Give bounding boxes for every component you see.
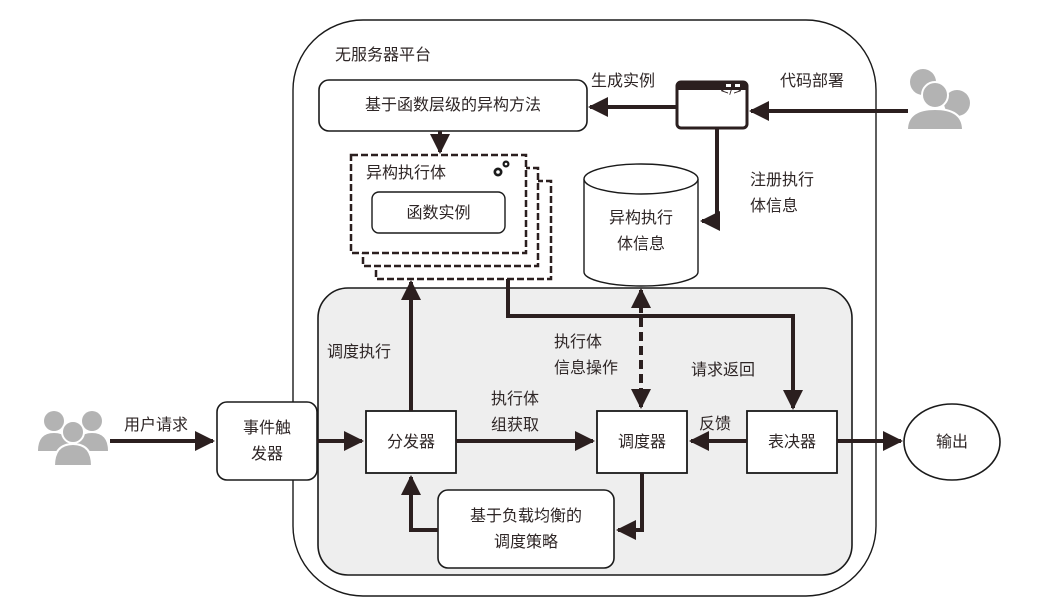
label-user-request: 用户请求 bbox=[124, 415, 189, 434]
edge-policy-to-dispatcher bbox=[401, 475, 438, 532]
function-instance-box[interactable] bbox=[371, 191, 506, 234]
edge-register-executor-info bbox=[700, 128, 720, 231]
load-balance-policy-box[interactable] bbox=[437, 489, 615, 569]
voter-label: 表决器 bbox=[767, 432, 816, 451]
heterogeneous-method-label: 基于函数层级的异构方法 bbox=[364, 95, 541, 114]
gears-icon bbox=[493, 160, 510, 177]
event-trigger-box[interactable] bbox=[216, 401, 318, 481]
scheduler-box[interactable] bbox=[596, 410, 688, 474]
label-code-deploy: 代码部署 bbox=[780, 71, 845, 90]
code-icon-text: </> bbox=[720, 84, 743, 97]
scheduler-label: 调度器 bbox=[617, 432, 666, 451]
label-request-return: 请求返回 bbox=[691, 360, 756, 379]
label-group-fetch-line2: 组获取 bbox=[491, 415, 540, 434]
serverless-platform-boundary bbox=[292, 19, 877, 597]
policy-line1: 基于负载均衡的 bbox=[469, 506, 582, 525]
label-register-line1: 注册执行 bbox=[750, 170, 815, 189]
label-group-fetch-line1: 执行体 bbox=[491, 389, 540, 408]
dispatcher-label: 分发器 bbox=[386, 432, 435, 451]
output-node[interactable] bbox=[903, 403, 1001, 481]
event-trigger-line2: 发器 bbox=[250, 444, 283, 463]
db-label-line1: 异构执行 bbox=[608, 208, 673, 227]
policy-line2: 调度策略 bbox=[493, 532, 558, 551]
developer-with-gears-icon bbox=[905, 69, 970, 131]
executor-info-database[interactable] bbox=[583, 163, 699, 287]
db-label-line2: 体信息 bbox=[616, 234, 665, 253]
platform-title: 无服务器平台 bbox=[335, 45, 432, 64]
output-label: 输出 bbox=[935, 432, 968, 451]
event-trigger-line1: 事件触 bbox=[242, 418, 291, 437]
label-register-line2: 体信息 bbox=[750, 196, 799, 215]
executor-label: 异构执行体 bbox=[366, 163, 447, 182]
edge-scheduler-to-policy bbox=[616, 473, 644, 540]
voter-box[interactable] bbox=[746, 410, 838, 474]
heterogeneous-method-box[interactable] bbox=[318, 79, 588, 132]
dispatcher-box[interactable] bbox=[365, 410, 457, 474]
label-schedule-execute: 调度执行 bbox=[327, 342, 392, 361]
label-generate-instance: 生成实例 bbox=[591, 71, 656, 90]
label-info-ops-line2: 信息操作 bbox=[554, 358, 619, 377]
label-feedback: 反馈 bbox=[699, 414, 732, 433]
user-group-icon bbox=[38, 411, 108, 467]
label-info-ops-line1: 执行体 bbox=[554, 332, 603, 351]
function-instance-label: 函数实例 bbox=[406, 203, 471, 222]
